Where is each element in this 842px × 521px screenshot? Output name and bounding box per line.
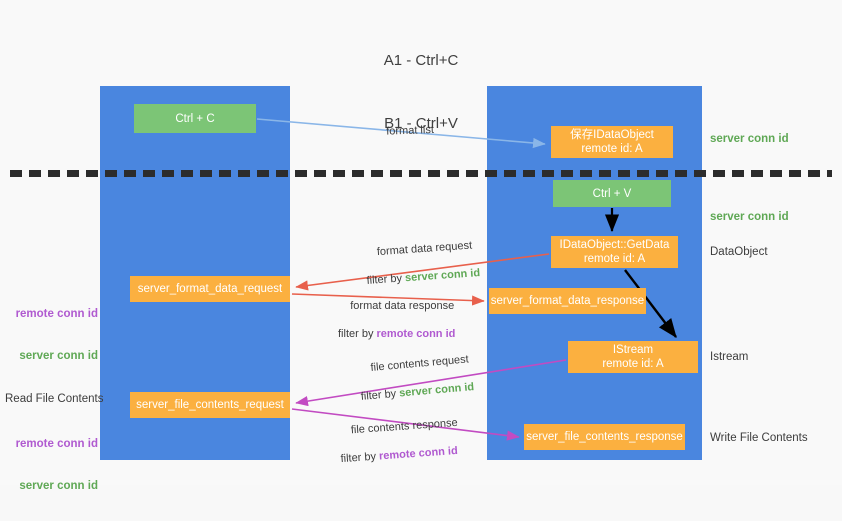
- annotation-read-file-contents: Read File Contents: [5, 393, 104, 405]
- edge-label-format-data-response-text: format data response: [350, 300, 455, 312]
- node-ctrl-v[interactable]: Ctrl + V: [553, 180, 671, 207]
- node-server-file-contents-request-label: server_file_contents_request: [136, 399, 284, 411]
- node-server-file-contents-response[interactable]: server_file_contents_response: [524, 424, 685, 450]
- annotation-write-file-contents: Write File Contents: [710, 432, 808, 444]
- annotation-conn-ids-format: remote conn id server conn id: [8, 279, 98, 391]
- filter-target-4: remote conn id: [378, 444, 459, 463]
- edge-label-file-contents-request-text: file contents request: [370, 353, 470, 374]
- annotation-server-conn-id-mid: server conn id: [710, 211, 789, 223]
- annotation-server-conn-id-1: server conn id: [19, 350, 98, 362]
- node-ctrl-c[interactable]: Ctrl + C: [134, 104, 256, 133]
- title-line-1: A1 - Ctrl+C: [383, 52, 459, 69]
- node-ctrl-v-label: Ctrl + V: [592, 187, 632, 200]
- edge-label-file-contents-response-text: file contents response: [350, 416, 459, 437]
- phase-separator-line: [10, 170, 832, 177]
- annotation-conn-ids-file: remote conn id server conn id: [8, 409, 98, 521]
- filter-prefix-4: filter by: [340, 450, 380, 466]
- edge-label-format-data-request-text: format data request: [376, 239, 473, 259]
- edge-label-format-list-text: format list: [386, 123, 435, 138]
- annotation-data-object: DataObject: [710, 246, 768, 258]
- node-istream-sublabel: remote id: A: [602, 358, 664, 370]
- node-server-format-data-response[interactable]: server_format_data_response: [489, 288, 646, 314]
- filter-prefix-2: filter by: [338, 328, 377, 340]
- node-idataobject-getdata-sublabel: remote id: A: [583, 253, 646, 265]
- filter-target-2: remote conn id: [376, 328, 456, 340]
- annotation-remote-conn-id-1: remote conn id: [15, 308, 98, 320]
- node-idataobject-getdata[interactable]: IDataObject::GetData remote id: A: [551, 236, 678, 268]
- edge-label-file-contents-request-filter: filter by server conn id: [360, 380, 475, 404]
- node-server-format-data-response-label: server_format_data_response: [490, 295, 645, 307]
- node-istream[interactable]: IStream remote id: A: [568, 341, 698, 373]
- filter-target-1: server conn id: [404, 267, 481, 285]
- annotation-istream: Istream: [710, 351, 749, 363]
- edge-label-format-data-response: format data response filter by remote co…: [338, 285, 455, 369]
- annotation-server-conn-id-2: server conn id: [19, 480, 98, 492]
- edge-label-file-contents-response-filter: filter by remote conn id: [340, 444, 460, 466]
- node-idataobject-getdata-label: IDataObject::GetData: [559, 239, 670, 251]
- edge-label-format-list: format list: [373, 109, 434, 153]
- node-istream-label: IStream: [612, 344, 654, 356]
- annotation-remote-conn-id-2: remote conn id: [15, 438, 98, 450]
- filter-prefix-3: filter by: [360, 387, 400, 403]
- filter-target-3: server conn id: [398, 381, 475, 400]
- node-save-idataobject-sublabel: remote id: A: [581, 143, 643, 155]
- node-save-idataobject[interactable]: 保存IDataObject remote id: A: [551, 126, 673, 158]
- edge-label-file-contents-response: file contents response filter by remote …: [337, 402, 462, 494]
- edge-label-format-data-response-filter: filter by remote conn id: [338, 327, 455, 341]
- annotation-server-conn-id-top: server conn id: [710, 133, 789, 145]
- diagram-canvas: A1 - Ctrl+C B1 - Ctrl+V A1 remote B1 con…: [5, 52, 832, 492]
- node-ctrl-c-label: Ctrl + C: [175, 112, 215, 125]
- node-server-file-contents-request[interactable]: server_file_contents_request: [130, 392, 290, 418]
- node-server-file-contents-response-label: server_file_contents_response: [526, 431, 683, 443]
- node-server-format-data-request-label: server_format_data_request: [137, 283, 283, 295]
- node-save-idataobject-label: 保存IDataObject: [570, 129, 654, 141]
- node-server-format-data-request[interactable]: server_format_data_request: [130, 276, 290, 302]
